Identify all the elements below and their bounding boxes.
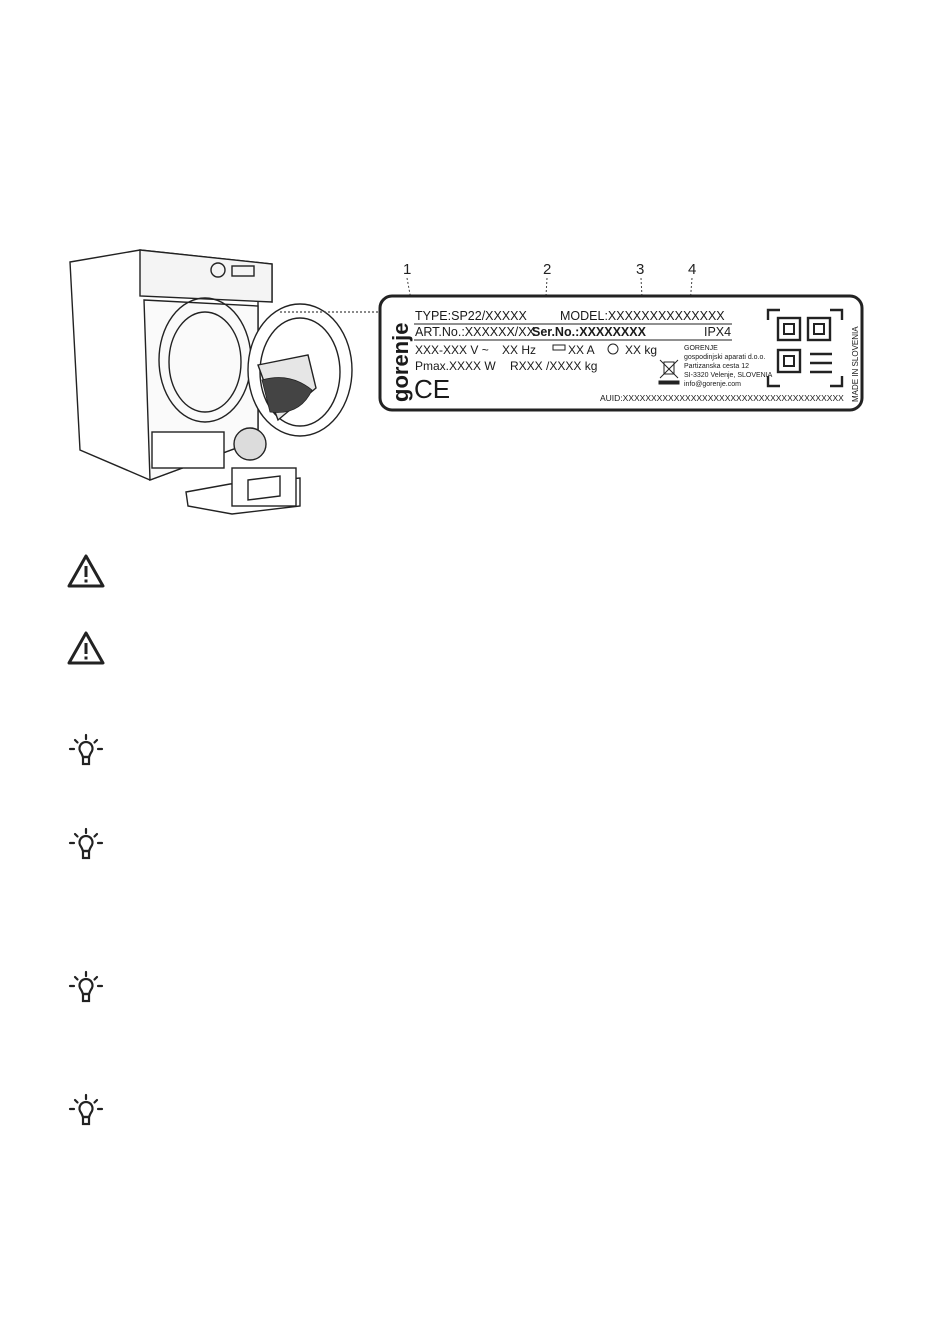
qr-code [766, 308, 844, 388]
dryer-illustration [69, 249, 353, 515]
fuse-icon [552, 344, 566, 351]
lightbulb-icon [68, 827, 104, 860]
manufacturer-line: info@gorenje.com [684, 381, 741, 388]
manufacturer-line: GORENJE [684, 345, 718, 352]
callout-1: 1 [403, 261, 411, 278]
weight-label: XX kg [625, 343, 657, 357]
drum-icon [607, 343, 619, 355]
manufacturer-line: SI-3320 Velenje, SLOVENIA [684, 372, 773, 379]
refrigerant-label: RXXX /XXXX kg [510, 359, 597, 373]
pmax-label: Pmax.XXXX W [415, 359, 496, 373]
type-label: TYPE:SP22/XXXXX [415, 309, 528, 323]
frequency-label: XX Hz [502, 343, 536, 357]
callout-4: 4 [688, 261, 696, 278]
warning-icon [67, 631, 105, 665]
model-label: MODEL:XXXXXXXXXXXXXX [560, 309, 725, 323]
rating-plate: gorenje TYPE:SP22/XXXXX MODEL:XXXXXXXXXX… [378, 294, 864, 412]
current-label: XX A [568, 343, 595, 357]
auid-label: AUID:XXXXXXXXXXXXXXXXXXXXXXXXXXXXXXXXXXX… [600, 393, 844, 403]
voltage-label: XXX-XXX V ~ [415, 343, 489, 357]
manufacturer-address: GORENJE gospodinjski aparati d.o.o. Part… [684, 345, 773, 388]
lightbulb-icon [68, 733, 104, 766]
manufacturer-line: Partizanska cesta 12 [684, 363, 749, 370]
manufacturer-line: gospodinjski aparati d.o.o. [684, 354, 765, 361]
brand-logo: gorenje [388, 323, 413, 402]
callout-3: 3 [636, 261, 644, 278]
serial-number-label: Ser.No.:XXXXXXXX [532, 325, 647, 339]
ipx-rating: IPX4 [704, 325, 731, 339]
warning-icon [67, 554, 105, 588]
rating-plate-figure: 1 2 3 4 gorenje TYPE:SP22/XXXXX MODEL:XX… [69, 249, 864, 515]
lightbulb-icon [68, 970, 104, 1003]
callout-2: 2 [543, 261, 551, 278]
ce-mark: CE [414, 374, 450, 404]
weee-bin-icon [658, 359, 680, 385]
made-in-label: MADE IN SLOVENIA [851, 326, 860, 402]
art-no-label: ART.No.:XXXXXX/XX [415, 325, 536, 339]
lightbulb-icon [68, 1093, 104, 1126]
